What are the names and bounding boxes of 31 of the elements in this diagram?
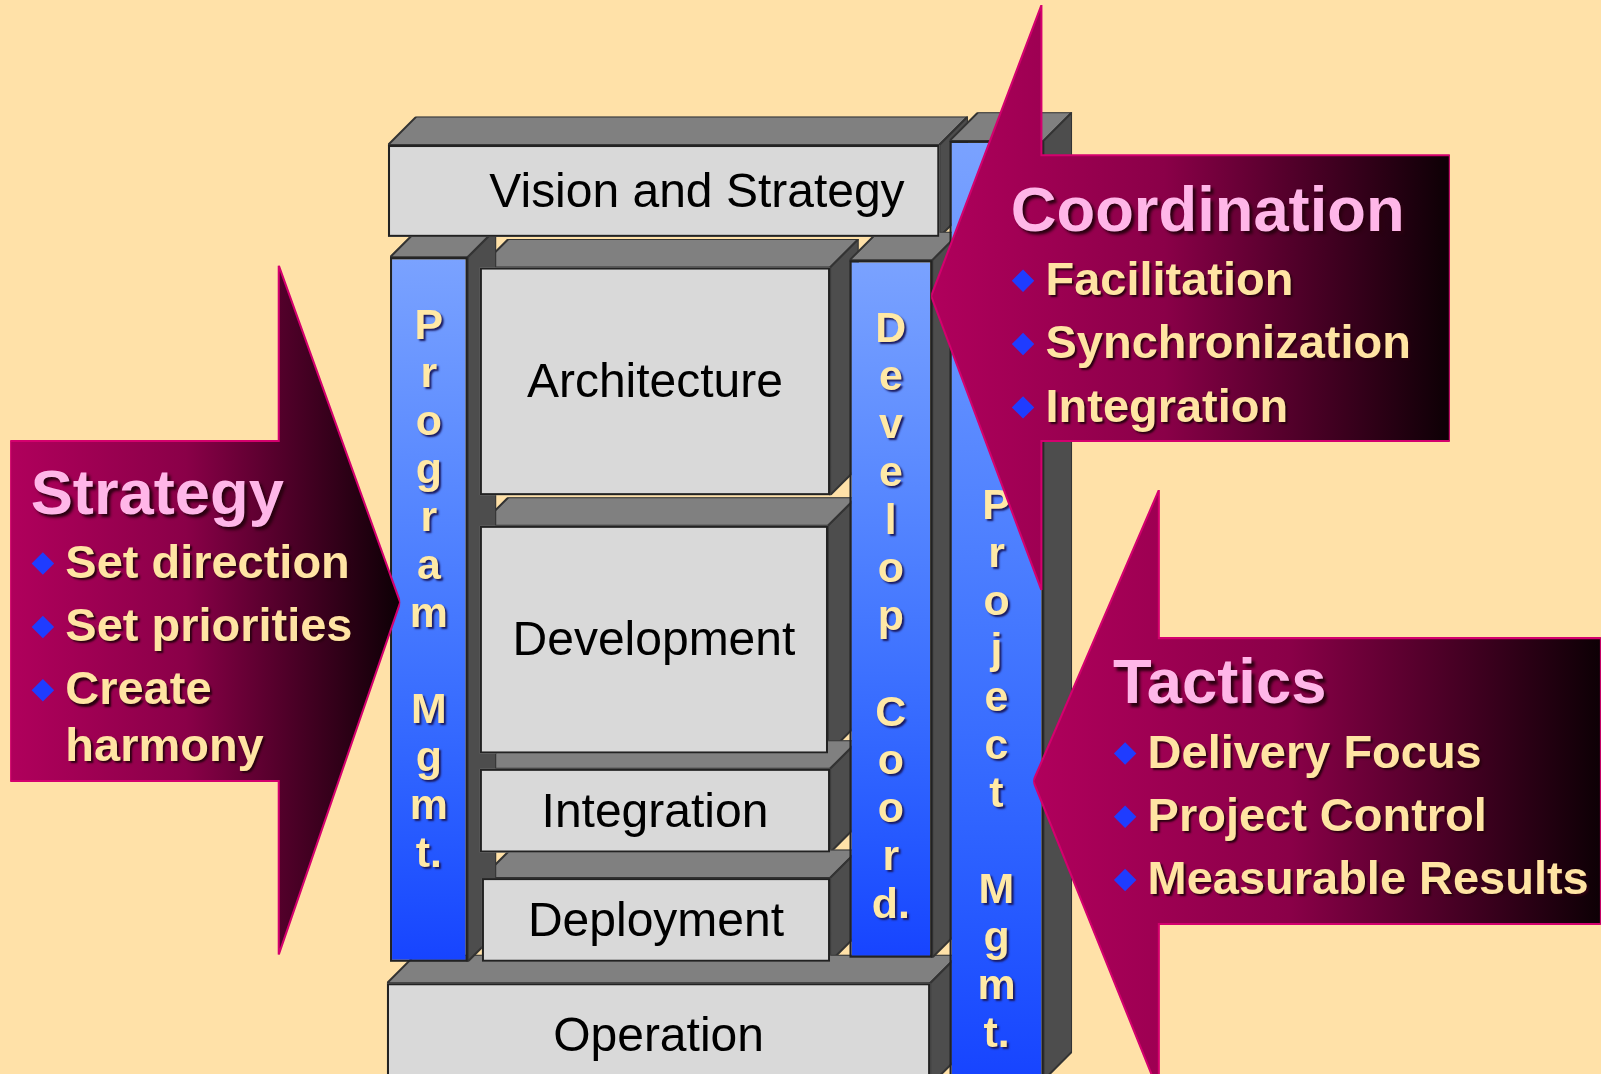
bullet-item: Facilitation — [1045, 251, 1294, 308]
block-label: Operation — [552, 1005, 765, 1063]
block — [479, 768, 831, 853]
bullet-item: Set direction — [65, 534, 350, 591]
bullet-item: Synchronization — [1045, 314, 1411, 371]
bullet-item: Delivery Focus — [1147, 723, 1482, 780]
callout-heading: Tactics — [1112, 646, 1327, 718]
bullet-item: Integration — [1045, 377, 1289, 434]
block-label: Development — [511, 610, 797, 668]
block-label: Deployment — [526, 890, 785, 949]
bullet-item: Measurable Results — [1147, 850, 1589, 907]
vertical-bar — [390, 257, 468, 962]
block-label: Integration — [540, 781, 770, 839]
callout-arrow — [1033, 490, 1601, 1074]
block-label: Vision and Strategy — [488, 162, 906, 220]
callout-heading: Strategy — [30, 456, 284, 528]
callout-heading: Coordination — [1010, 173, 1405, 246]
callout-arrow — [10, 265, 401, 955]
vertical-bar-label: Develop Coord. — [871, 303, 910, 928]
bullet-item: Project Control — [1147, 787, 1487, 844]
block — [479, 525, 829, 754]
block — [479, 267, 831, 496]
block — [386, 983, 931, 1074]
block — [388, 145, 940, 237]
bullet-item: Set priorities — [65, 597, 353, 654]
callout-arrow — [931, 5, 1450, 591]
block — [481, 878, 831, 962]
vertical-bar-label: Program Mgmt. — [409, 300, 448, 876]
bullet-item: Create harmony — [65, 660, 265, 773]
block-label: Architecture — [525, 352, 784, 410]
vertical-bar — [849, 260, 933, 958]
